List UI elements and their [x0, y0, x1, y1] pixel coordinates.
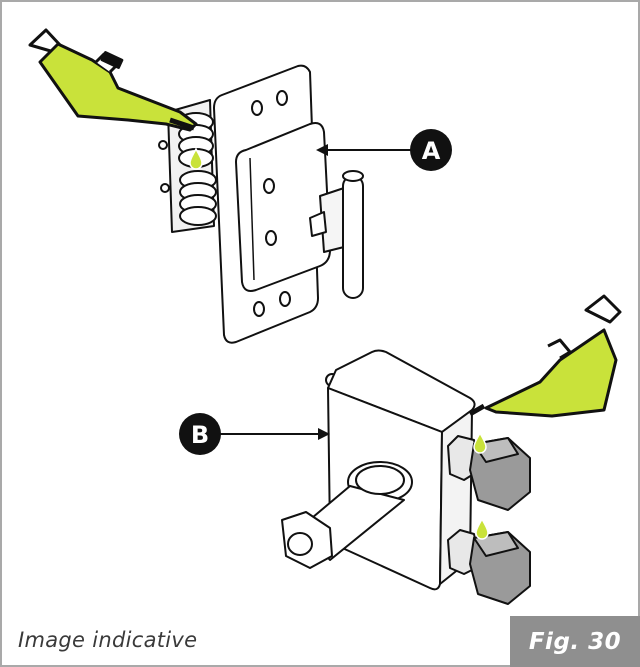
pivot-block-assembly: [281, 349, 531, 605]
figure-label-box: Fig. 30: [510, 616, 640, 667]
callout-b-label: B: [191, 421, 209, 449]
hinge-assembly: [158, 64, 364, 344]
oil-can-icon: [468, 294, 622, 418]
figure-label: Fig. 30: [528, 628, 622, 655]
callout-a: A: [316, 129, 452, 171]
oil-drop-icon: [473, 432, 487, 454]
spring-lower: [179, 170, 217, 226]
callout-a-label: A: [422, 137, 441, 165]
callout-b: B: [179, 413, 330, 455]
oil-can-icon: [28, 28, 198, 132]
oil-drop-icon: [475, 518, 489, 540]
figure-caption: Image indicative: [18, 628, 198, 652]
